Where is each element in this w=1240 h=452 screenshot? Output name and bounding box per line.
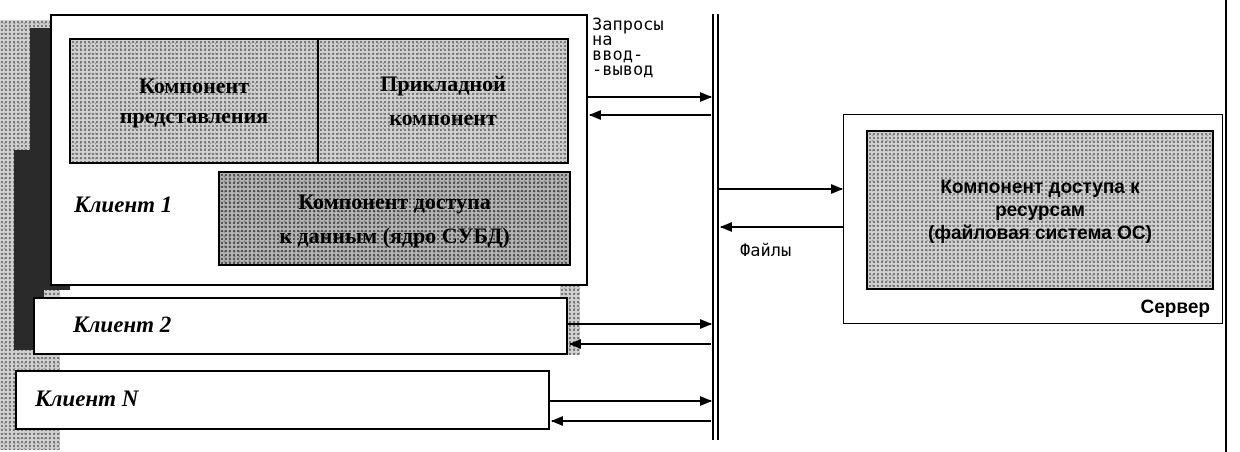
requests-line-1: Запросы bbox=[592, 15, 664, 35]
resource-access-component: Компонент доступа к ресурсам (файловая с… bbox=[866, 130, 1214, 290]
presentation-line-1: Компонент bbox=[138, 73, 250, 98]
data-access-line-1: Компонент доступа bbox=[298, 188, 491, 214]
client-n-label: Клиент N bbox=[35, 386, 139, 411]
application-line-1: Прикладной bbox=[380, 71, 506, 96]
application-line-2: компонент bbox=[389, 105, 497, 130]
requests-label: Запросы на ввод- -вывод bbox=[592, 15, 664, 80]
resource-line-1: Компонент доступа к bbox=[940, 176, 1140, 198]
requests-line-3: ввод- bbox=[592, 45, 644, 65]
presentation-component: Компонент представления bbox=[69, 38, 319, 164]
client-n-box: Клиент N bbox=[15, 370, 550, 430]
client-1-label: Клиент 1 bbox=[74, 192, 173, 217]
server-label: Сервер bbox=[1140, 297, 1211, 318]
client-2-box: Клиент 2 bbox=[33, 297, 568, 355]
requests-line-4: -вывод bbox=[592, 60, 654, 80]
files-label: Файлы bbox=[740, 241, 792, 261]
data-access-component: Компонент доступа к данным (ядро СУБД) bbox=[218, 171, 571, 266]
application-component: Прикладной компонент bbox=[317, 38, 569, 164]
presentation-line-2: представления bbox=[119, 103, 269, 128]
resource-line-2: ресурсам bbox=[995, 199, 1085, 221]
server-box: Компонент доступа к ресурсам (файловая с… bbox=[843, 114, 1223, 324]
client-1-box: Компонент представления Прикладной компо… bbox=[50, 14, 588, 286]
requests-line-2: на bbox=[592, 30, 613, 50]
client-2-label: Клиент 2 bbox=[73, 312, 172, 337]
data-access-line-2: к данным (ядро СУБД) bbox=[279, 222, 510, 248]
resource-line-3: (файловая система ОС) bbox=[928, 222, 1152, 244]
